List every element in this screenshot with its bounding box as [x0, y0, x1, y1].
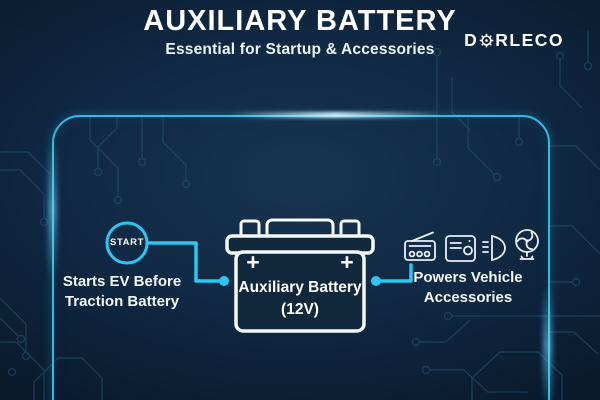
- page-title: AUXILIARY BATTERY: [143, 5, 457, 37]
- connector-right: [378, 263, 413, 283]
- headlight-icon: [482, 234, 506, 262]
- left-caption-line1: Starts EV Before: [62, 273, 182, 290]
- dorleco-logo: D RLECO: [464, 30, 564, 51]
- radio-icon: [404, 231, 439, 262]
- frame-top-glint: [228, 112, 442, 118]
- frame-right-glow: [543, 285, 552, 400]
- fan-icon: [512, 228, 542, 262]
- start-button-label: START: [110, 237, 144, 248]
- connector-left: [147, 241, 221, 283]
- accessory-icons-row: [404, 221, 539, 262]
- connector-right-dot: [371, 276, 381, 286]
- start-button-ring: [105, 221, 149, 265]
- battery-plus-right: +: [340, 249, 354, 275]
- page-subtitle: Essential for Startup & Accessories: [165, 41, 435, 58]
- battery-label-line2: (12V): [281, 301, 319, 318]
- frame-left-glow: [48, 140, 57, 280]
- battery-illustration: [225, 218, 375, 333]
- battery-plus-left: +: [246, 249, 260, 275]
- right-caption-line1: Powers Vehicle: [413, 269, 523, 286]
- logo-text-prefix: D: [464, 30, 479, 50]
- battery-label-line1: Auxiliary Battery: [238, 279, 362, 296]
- left-caption: Starts EV Before Traction Battery: [37, 272, 207, 312]
- gear-icon: [479, 33, 494, 48]
- left-caption-line2: Traction Battery: [64, 292, 180, 310]
- right-caption-line2: Accessories: [423, 288, 513, 306]
- battery-body: [234, 250, 366, 333]
- battery-label: Auxiliary Battery (12V): [236, 277, 364, 321]
- logo-text-suffix: RLECO: [495, 30, 564, 50]
- connector-left-dot: [219, 276, 229, 286]
- right-caption: Powers Vehicle Accessories: [387, 268, 549, 308]
- media-display-icon: [445, 235, 476, 262]
